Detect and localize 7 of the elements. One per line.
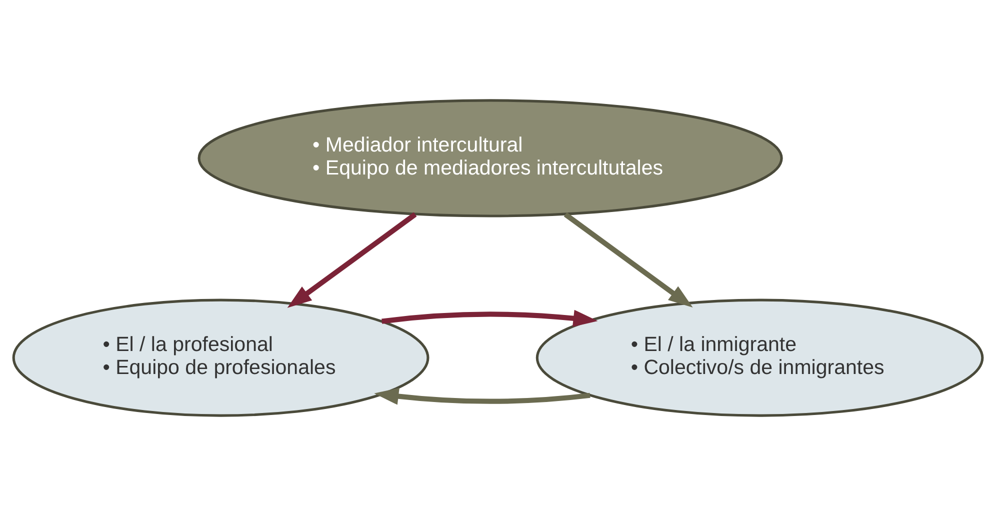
arrow bbox=[287, 212, 417, 308]
node-ellipse: • El / la inmigrante • Colectivo/s de inmigrantes bbox=[536, 298, 984, 417]
arrow bbox=[564, 212, 693, 308]
node-ellipse: • El / la profesional • Equipo de profesionales bbox=[12, 298, 430, 417]
arrow bbox=[382, 310, 598, 327]
node-ellipse: • Mediador intercultural • Equipo de mediadores intercultutales bbox=[198, 99, 783, 218]
arrow bbox=[374, 388, 590, 405]
